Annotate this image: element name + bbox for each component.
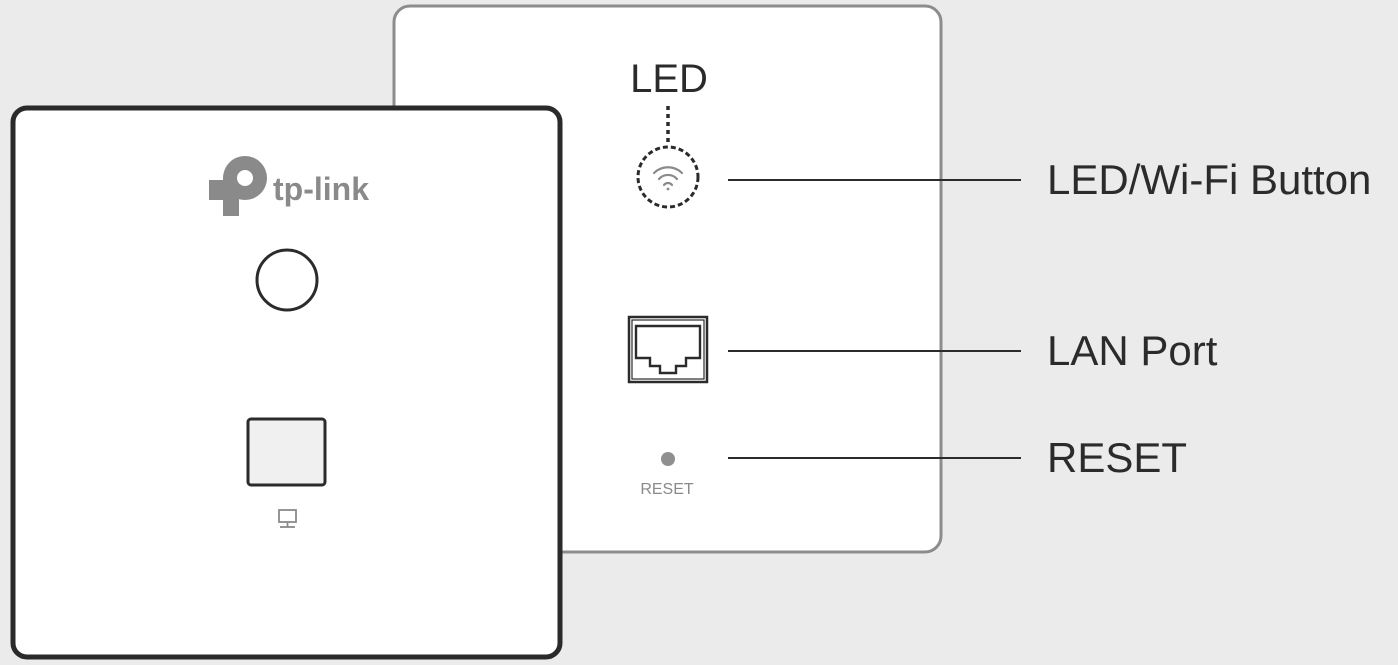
lan-port[interactable] xyxy=(627,315,709,384)
callout-lines xyxy=(728,179,1021,459)
callout-lan-port: LAN Port xyxy=(1047,327,1218,374)
reset-pinhole[interactable] xyxy=(661,452,675,466)
wifi-icon xyxy=(652,166,684,191)
logo-text: tp-link xyxy=(273,171,369,207)
network-icon xyxy=(278,509,297,528)
led-wifi-button[interactable] xyxy=(636,145,700,209)
led-label: LED xyxy=(630,57,708,101)
reset-small-label: RESET xyxy=(640,481,694,498)
front-lan-port[interactable] xyxy=(246,417,327,487)
callout-reset: RESET xyxy=(1047,434,1187,481)
front-led-button[interactable] xyxy=(255,248,319,312)
ethernet-port-icon xyxy=(627,315,709,384)
tp-link-logo-mark xyxy=(209,156,267,216)
callout-led-wifi-button: LED/Wi-Fi Button xyxy=(1047,156,1371,203)
tp-link-logo: tp-link xyxy=(209,156,369,216)
front-panel-frame xyxy=(10,105,563,660)
front-panel: tp-link xyxy=(10,105,563,660)
